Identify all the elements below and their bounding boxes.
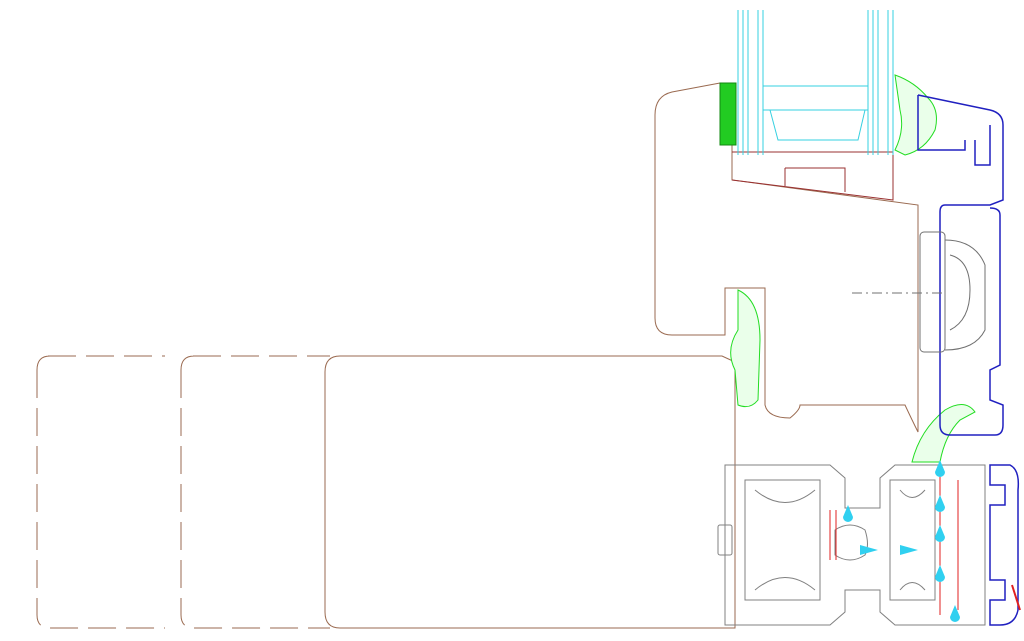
dashed-profile-2 bbox=[180, 355, 330, 629]
frame-profile bbox=[717, 464, 986, 626]
glazing-bead bbox=[731, 151, 894, 201]
outer-glazing-gasket bbox=[894, 74, 937, 156]
hinge-hardware bbox=[852, 231, 986, 353]
glass-unit bbox=[737, 10, 894, 155]
glazing-tape bbox=[719, 82, 737, 146]
dashed-profile-1 bbox=[36, 355, 165, 629]
dashed-timber-profiles bbox=[36, 355, 330, 629]
timber-sash bbox=[654, 82, 919, 433]
aluminium-clip bbox=[989, 464, 1020, 626]
drainage-drops bbox=[843, 460, 960, 622]
timber-frame bbox=[324, 355, 736, 629]
aluminium-cover-profile bbox=[917, 94, 1004, 436]
sash-weather-seal bbox=[730, 289, 761, 408]
red-marker bbox=[1011, 584, 1021, 611]
thermal-break bbox=[829, 470, 959, 615]
